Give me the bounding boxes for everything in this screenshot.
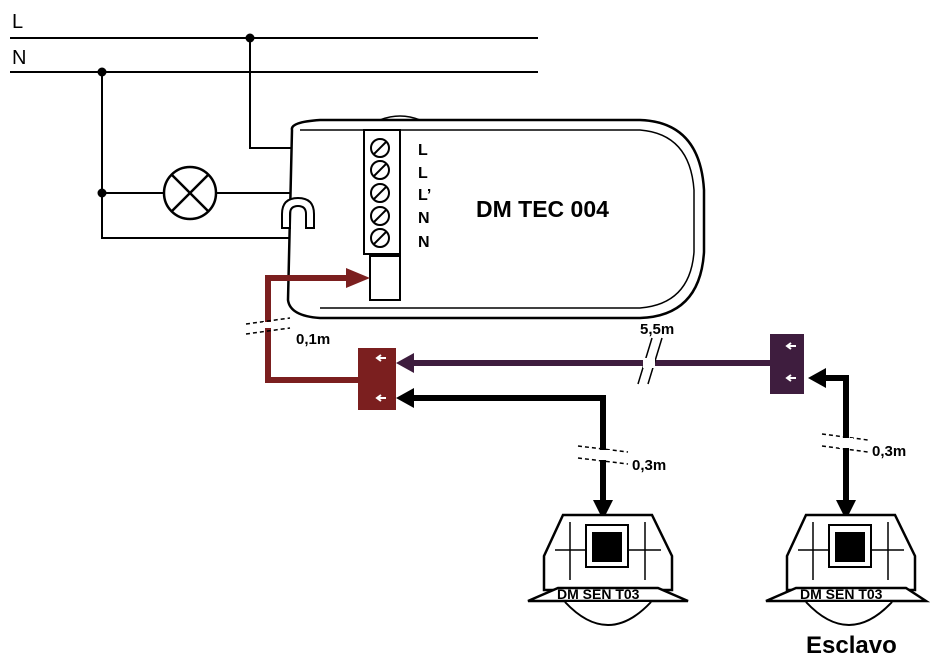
red-cable <box>265 268 396 410</box>
terminal-label: L <box>418 142 428 159</box>
slave-connector <box>770 334 804 394</box>
cable-break-mark <box>245 317 291 335</box>
terminal-label: N <box>418 210 430 227</box>
cable-length-label: 0,3m <box>632 457 666 474</box>
screw-icon <box>370 138 390 158</box>
screw-icon <box>370 228 390 248</box>
port-arrow-icon <box>375 354 386 362</box>
line-l-label: L <box>12 11 23 33</box>
sensor-1: DM SEN T03 <box>527 513 689 626</box>
sensor-model: DM SEN T03 <box>557 586 640 602</box>
cable-clamp-icon <box>281 196 315 229</box>
arrow-head-icon <box>396 388 414 408</box>
cable-break-mark <box>821 433 869 453</box>
screw-icon <box>370 206 390 226</box>
terminal-screws <box>370 138 390 248</box>
cable-length-label: 0,1m <box>296 331 330 348</box>
sensor-cable-1 <box>396 388 613 520</box>
cable-length-label: 5,5m <box>640 321 674 338</box>
sensor-2: DM SEN T03 <box>765 513 930 626</box>
sensor-cable-2 <box>808 368 856 520</box>
mains-lines <box>10 37 538 73</box>
arrow-head-icon <box>836 500 856 520</box>
neutral-feed-wire <box>101 72 368 239</box>
arrow-head-icon <box>346 268 370 288</box>
terminal-label: L’ <box>418 187 431 204</box>
arrow-head-icon <box>808 368 826 388</box>
port-arrow-icon <box>785 342 796 350</box>
purple-bus-cable <box>396 334 804 394</box>
cable-length-label: 0,3m <box>872 443 906 460</box>
lamp-icon <box>162 165 218 221</box>
screw-icon <box>370 160 390 180</box>
sensor-model: DM SEN T03 <box>800 586 883 602</box>
bus-connector-port <box>369 255 401 301</box>
arrow-head-icon <box>593 500 613 520</box>
terminal-labels: L L L’ N N <box>418 142 431 251</box>
terminal-label: N <box>418 234 430 251</box>
cable-break-mark <box>577 445 629 465</box>
terminal-label: L <box>418 165 428 182</box>
port-arrow-icon <box>785 374 796 382</box>
device-inner-outline <box>300 129 695 309</box>
port-arrow-icon <box>375 394 386 402</box>
device-name: DM TEC 004 <box>476 196 609 222</box>
slave-label: Esclavo <box>806 632 897 657</box>
arrow-head-icon <box>396 353 414 373</box>
line-n-label: N <box>12 47 26 69</box>
screw-icon <box>370 183 390 203</box>
